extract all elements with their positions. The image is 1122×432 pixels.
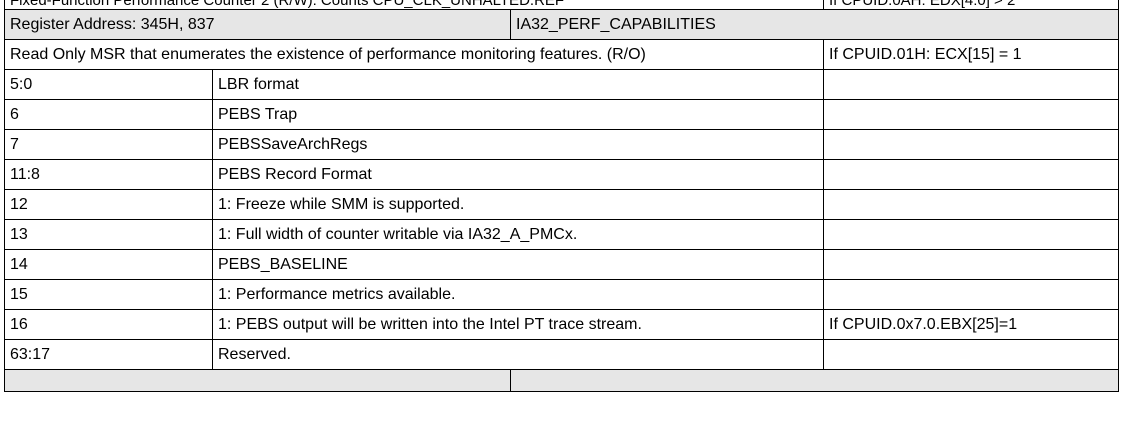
next-register-name bbox=[510, 369, 1119, 392]
bit-field: 16 bbox=[4, 309, 213, 340]
bit-condition bbox=[823, 339, 1119, 370]
bit-condition bbox=[823, 189, 1119, 220]
bit-description: PEBS Trap bbox=[212, 99, 824, 130]
bit-description: 1: Freeze while SMM is supported. bbox=[212, 189, 824, 220]
register-header-row: Register Address: 345H, 837 IA32_PERF_CA… bbox=[4, 9, 1119, 40]
msr-register-table: Fixed-Function Performance Counter 2 (R/… bbox=[4, 0, 1119, 392]
bit-field: 13 bbox=[4, 219, 213, 250]
register-summary-description: Read Only MSR that enumerates the existe… bbox=[4, 39, 824, 70]
table-row: 6 PEBS Trap bbox=[4, 99, 1119, 130]
bit-condition bbox=[823, 249, 1119, 280]
bit-condition bbox=[823, 99, 1119, 130]
bit-description: 1: PEBS output will be written into the … bbox=[212, 309, 824, 340]
bit-field: 15 bbox=[4, 279, 213, 310]
bit-field: 6 bbox=[4, 99, 213, 130]
bit-description: Reserved. bbox=[212, 339, 824, 370]
bit-field: 7 bbox=[4, 129, 213, 160]
table-row: 16 1: PEBS output will be written into t… bbox=[4, 309, 1119, 340]
table-row-previous-register: Fixed-Function Performance Counter 2 (R/… bbox=[4, 0, 1119, 10]
register-address: Register Address: 345H, 837 bbox=[4, 9, 511, 40]
bit-condition bbox=[823, 279, 1119, 310]
table-row: 5:0 LBR format bbox=[4, 69, 1119, 100]
table-row: 12 1: Freeze while SMM is supported. bbox=[4, 189, 1119, 220]
table-row: 13 1: Full width of counter writable via… bbox=[4, 219, 1119, 250]
table-row: 15 1: Performance metrics available. bbox=[4, 279, 1119, 310]
bit-field: 12 bbox=[4, 189, 213, 220]
bit-description: 1: Full width of counter writable via IA… bbox=[212, 219, 824, 250]
bit-condition: If CPUID.0x7.0.EBX[25]=1 bbox=[823, 309, 1119, 340]
register-summary-condition: If CPUID.01H: ECX[15] = 1 bbox=[823, 39, 1119, 70]
register-summary-row: Read Only MSR that enumerates the existe… bbox=[4, 39, 1119, 70]
next-register-header-row bbox=[4, 369, 1119, 392]
bit-description: PEBSSaveArchRegs bbox=[212, 129, 824, 160]
previous-register-condition: If CPUID.0AH: EDX[4:0] > 2 bbox=[823, 0, 1119, 10]
bit-field: 5:0 bbox=[4, 69, 213, 100]
bit-condition bbox=[823, 69, 1119, 100]
bit-field: 11:8 bbox=[4, 159, 213, 190]
register-name: IA32_PERF_CAPABILITIES bbox=[510, 9, 1119, 40]
bit-description: LBR format bbox=[212, 69, 824, 100]
previous-register-description: Fixed-Function Performance Counter 2 (R/… bbox=[4, 0, 824, 10]
bit-field: 14 bbox=[4, 249, 213, 280]
bit-description: PEBS Record Format bbox=[212, 159, 824, 190]
table-row: 11:8 PEBS Record Format bbox=[4, 159, 1119, 190]
table-row: 14 PEBS_BASELINE bbox=[4, 249, 1119, 280]
bit-description: 1: Performance metrics available. bbox=[212, 279, 824, 310]
next-register-address bbox=[4, 369, 511, 392]
bit-condition bbox=[823, 219, 1119, 250]
bit-description: PEBS_BASELINE bbox=[212, 249, 824, 280]
bit-field: 63:17 bbox=[4, 339, 213, 370]
table-row: 7 PEBSSaveArchRegs bbox=[4, 129, 1119, 160]
bit-condition bbox=[823, 129, 1119, 160]
table-row: 63:17 Reserved. bbox=[4, 339, 1119, 370]
bit-condition bbox=[823, 159, 1119, 190]
